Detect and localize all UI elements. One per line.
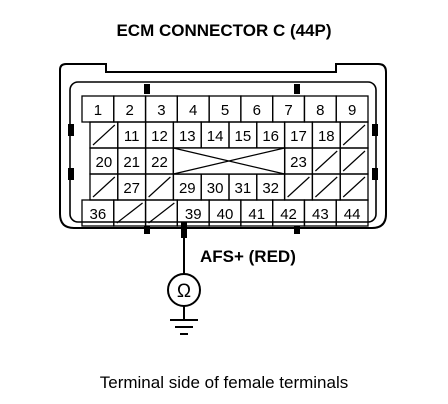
unused-terminal-mark [342,176,366,198]
unused-terminal-mark [148,202,175,224]
terminal-number: 7 [284,102,292,119]
unused-terminal-mark [342,150,366,172]
terminal-number: 11 [124,128,140,145]
terminal-number: 17 [290,128,307,145]
blank-block-cross [173,147,285,175]
terminal-number: 44 [344,206,361,223]
unused-terminal-mark [92,176,116,198]
terminal-number: 14 [207,128,224,145]
terminal-number: 3 [157,102,165,119]
terminal-number: 41 [248,206,265,223]
tester-lead [170,232,198,335]
terminal-number: 40 [217,206,234,223]
unused-terminal-mark [342,124,366,146]
diagram-title: ECM CONNECTOR C (44P) [116,21,331,40]
terminal-number: 6 [253,102,261,119]
connector-housing [59,63,387,229]
unused-terminal-mark [92,124,116,146]
unused-terminal-mark [116,202,143,224]
unused-terminal-mark [314,150,338,172]
probe-tip [181,222,187,238]
terminal-number: 42 [280,206,297,223]
terminal-number: 32 [262,180,279,197]
terminal-cell [335,199,369,227]
terminal-number: 16 [262,128,279,145]
terminal-number: 29 [179,180,196,197]
terminal-number: 22 [151,154,168,171]
terminal-number: 2 [125,102,133,119]
unused-terminal-mark [287,176,310,198]
signal-label: AFS+ (RED) [200,247,296,266]
terminal-number: 27 [123,180,140,197]
terminal-number: 21 [123,154,140,171]
ohmmeter-symbol: Ω [177,281,191,302]
terminal-number: 15 [235,128,252,145]
latch-tabs [68,84,378,234]
terminal-number: 36 [90,206,107,223]
terminal-number: 23 [290,154,307,171]
terminal-number: 4 [189,102,197,119]
terminal-number: 8 [316,102,324,119]
terminal-number: 18 [318,128,335,145]
terminal-number: 31 [235,180,252,197]
terminal-number: 43 [312,206,329,223]
ohmmeter-icon [167,273,201,307]
terminal-number: 9 [348,102,356,119]
unused-terminal-mark [148,176,171,198]
unused-terminal-mark [314,176,338,198]
terminal-number: 20 [96,154,113,171]
diagram-caption: Terminal side of female terminals [100,373,348,392]
terminal-number: 30 [207,180,224,197]
terminal-number: 39 [185,206,202,223]
terminal-number: 5 [221,102,229,119]
terminal-number: 1 [94,102,102,119]
terminal-number: 12 [151,128,168,145]
terminal-number: 13 [179,128,196,145]
